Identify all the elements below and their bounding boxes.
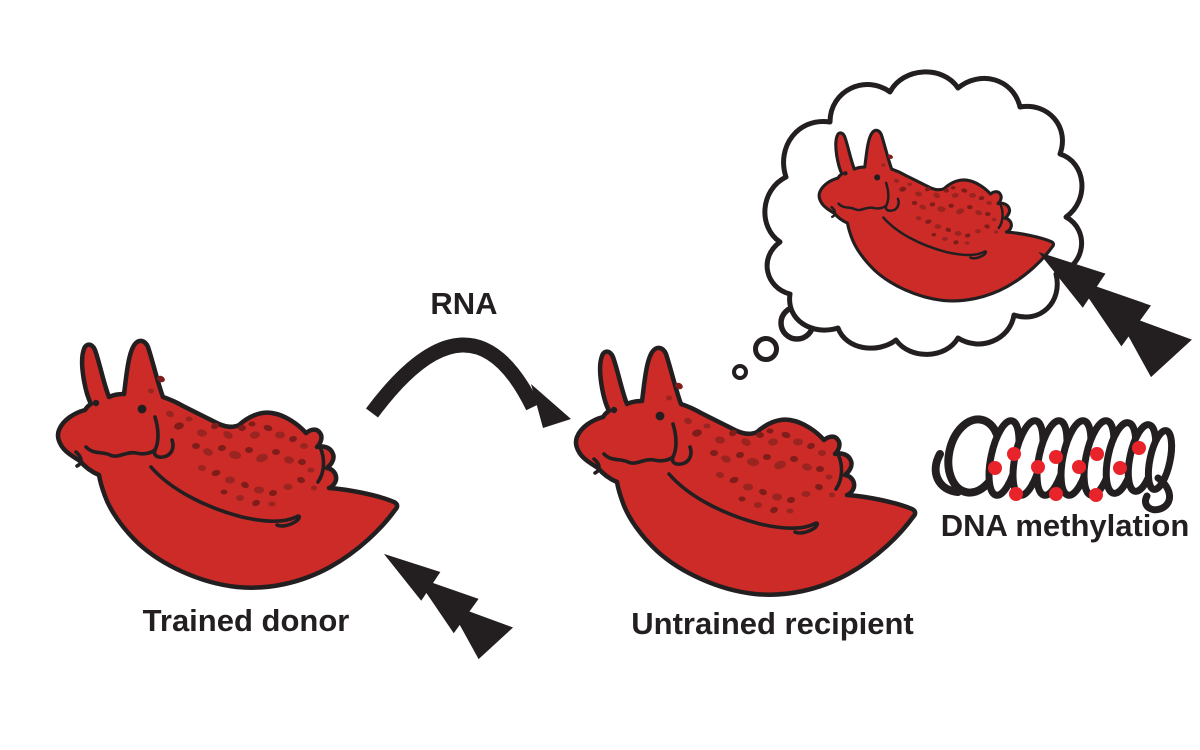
donor-shock-area: [383, 553, 514, 660]
thought-bubble-dot-medium: [753, 336, 779, 362]
arrow-head-icon: [531, 384, 571, 428]
lightning-bolt-icon: [383, 553, 514, 660]
dna-left-tail: [931, 450, 962, 496]
sea-slug-icon: [58, 341, 397, 588]
methyl-group-dots: [988, 441, 1146, 502]
trained-donor-label: Trained donor: [142, 603, 350, 638]
imagined-lightning-bolt-icon: [1038, 252, 1192, 378]
dna-right-tail: [1142, 474, 1173, 514]
rna-transfer-arrow: [365, 337, 571, 428]
arrow-arc: [365, 337, 540, 418]
dna-methylation-label: DNA methylation: [940, 508, 1190, 543]
thought-bubble-dot-small: [732, 364, 748, 380]
untrained-recipient-label: Untrained recipient: [631, 606, 914, 641]
dna-coil-illustration: [931, 415, 1176, 514]
thought-bubble: [732, 69, 1192, 380]
rna-label: RNA: [430, 286, 498, 321]
